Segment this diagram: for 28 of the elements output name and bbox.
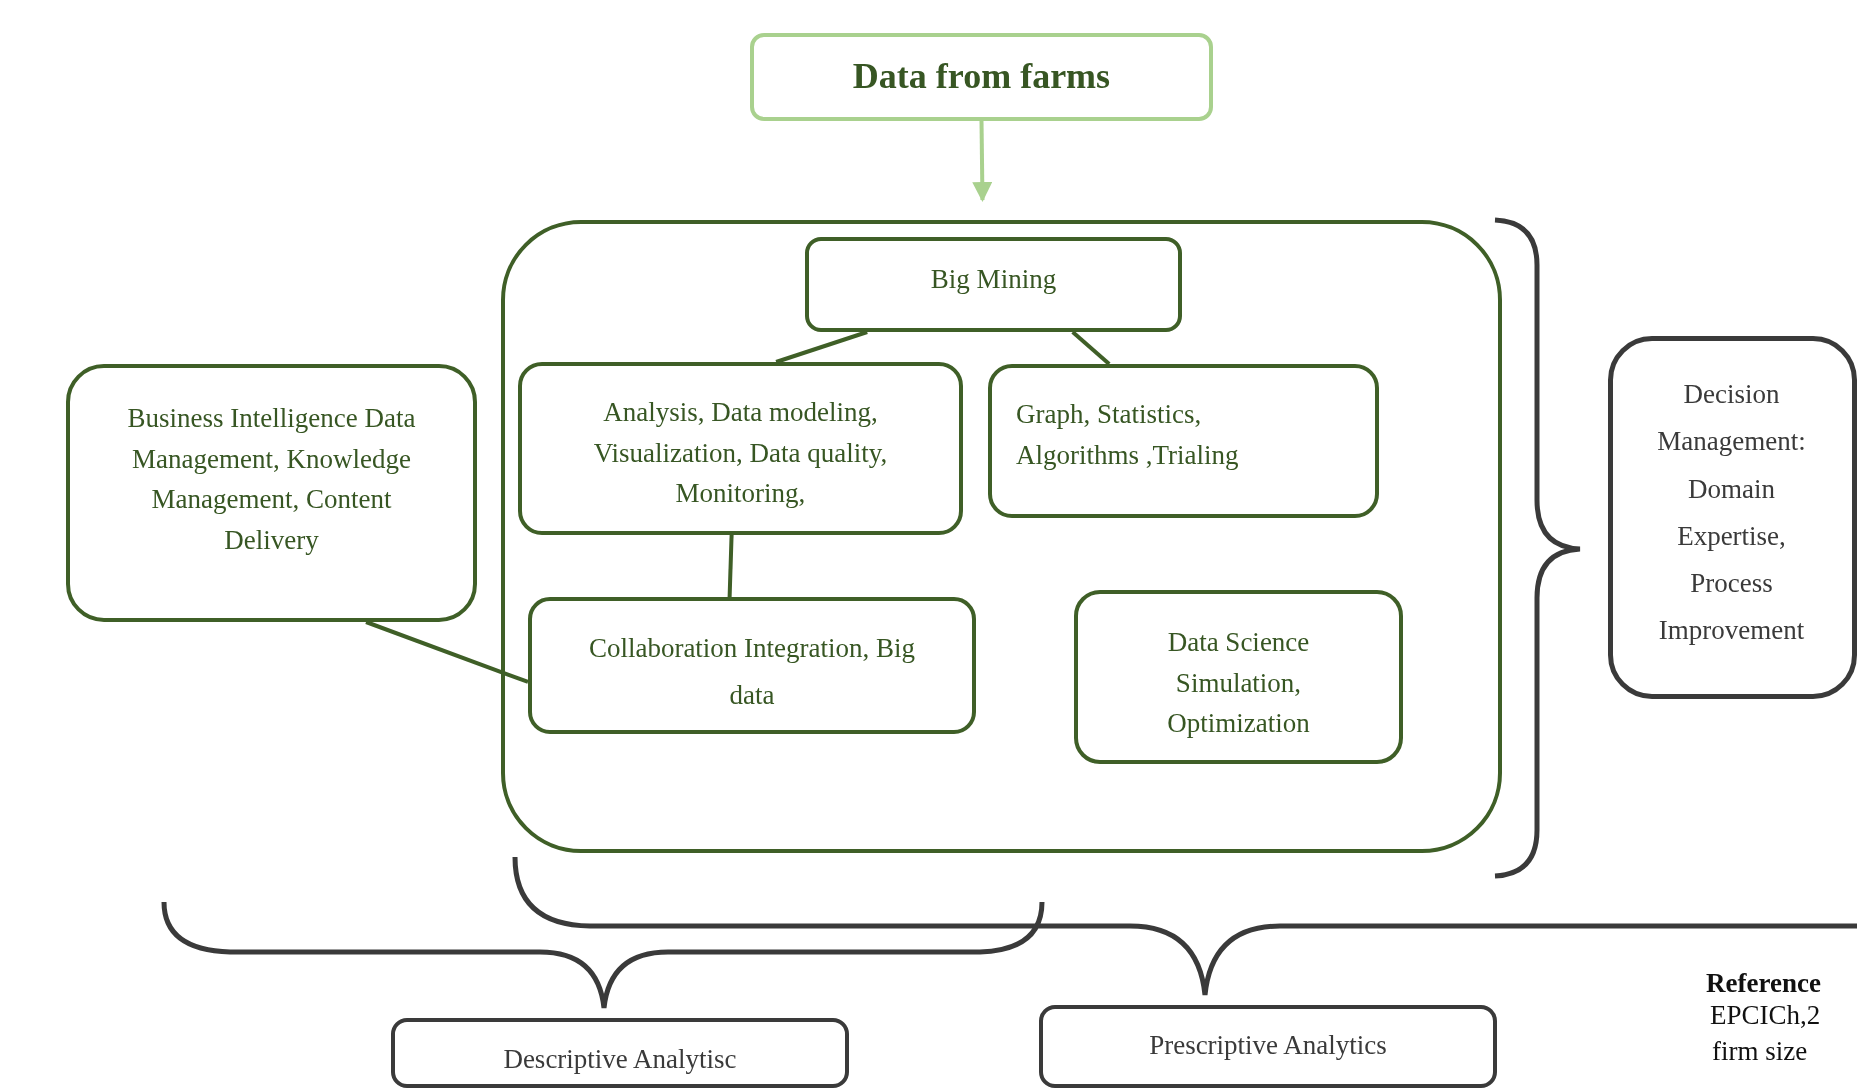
connector-line (1071, 330, 1111, 366)
node-text: Data from farms (852, 55, 1111, 99)
connector-line (365, 620, 529, 684)
process-box (805, 237, 1182, 332)
process-box (66, 364, 477, 622)
process-box (988, 364, 1379, 518)
connector-line (727, 534, 734, 598)
node-text: Graph, Statistics, Algorithms ,Trialing (1016, 398, 1240, 472)
node-text: Business Intelligence Data Management, Knowledge Management, Content Delivery (126, 402, 417, 557)
node-text: Prescriptive Analytics (1149, 1029, 1387, 1062)
node-text: Data Science Simulation, Optimization (1166, 626, 1311, 740)
reference-text: EPCICh,2 (1710, 1000, 1821, 1031)
process-box (518, 362, 963, 535)
process-box (528, 597, 976, 734)
container-box (501, 220, 1502, 853)
process-box (750, 33, 1213, 121)
process-box (1074, 590, 1403, 764)
node-text: Decision Management: Domain Expertise, Process Improvement (1656, 378, 1807, 648)
arrow (972, 120, 993, 202)
process-box (1039, 1005, 1497, 1088)
process-box (1608, 336, 1857, 699)
reference-text: firm size (1712, 1036, 1808, 1067)
node-text: Collaboration Integration, Big data (587, 632, 917, 713)
node-text: Descriptive Analytisc (503, 1043, 737, 1076)
reference-heading: Reference (1706, 968, 1821, 999)
node-text: Analysis, Data modeling, Visualization, Data quality, Monitoring, (592, 396, 889, 510)
node-text: Big Mining (930, 263, 1057, 296)
process-box (391, 1018, 849, 1088)
